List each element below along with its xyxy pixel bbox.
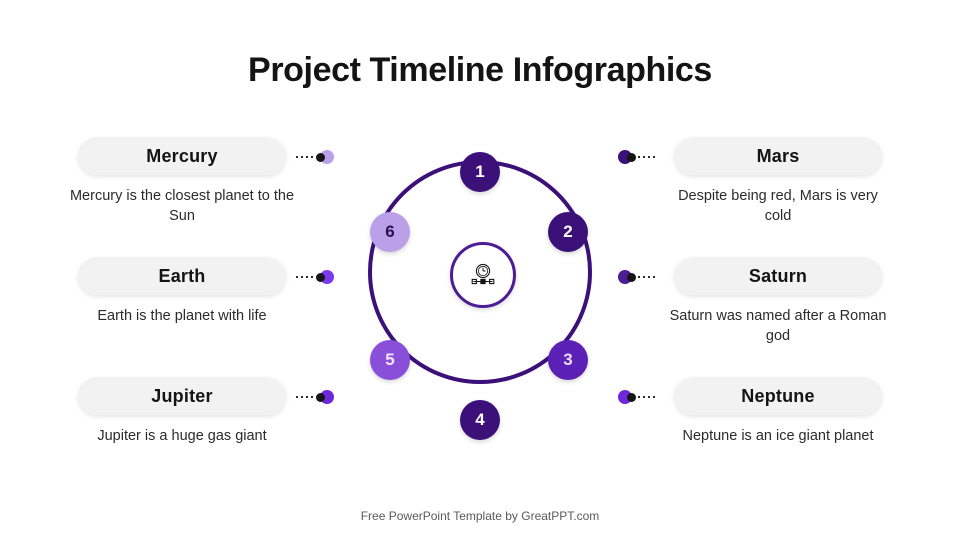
connector (614, 268, 656, 286)
planet-description: Mercury is the closest planet to the Sun (69, 188, 295, 224)
timeline-node-4[interactable]: 4 (460, 400, 500, 440)
planet-card-saturn[interactable]: Saturn (674, 257, 882, 295)
connector (296, 388, 338, 406)
dotted-connector-line (296, 276, 314, 278)
dotted-connector-line (638, 276, 656, 278)
connector (614, 148, 656, 166)
planet-description: Neptune is an ice giant planet (682, 428, 874, 444)
timeline-node-2[interactable]: 2 (548, 212, 588, 252)
timeline-node-5[interactable]: 5 (370, 340, 410, 380)
connector (296, 268, 338, 286)
connector (296, 148, 338, 166)
footer-credit: Free PowerPoint Template by GreatPPT.com (360, 509, 600, 523)
connector-dot-group (616, 148, 638, 166)
timeline-node-1[interactable]: 1 (460, 152, 500, 192)
planet-description: Saturn was named after a Roman god (669, 308, 887, 344)
planet-card-mercury[interactable]: Mercury (78, 137, 286, 175)
planet-title: Mars (756, 145, 800, 166)
planet-title: Saturn (748, 265, 808, 286)
connector-dot-group (314, 148, 336, 166)
connector-dot-small (627, 273, 636, 282)
clock-timeline-icon (469, 261, 497, 289)
planet-card-earth[interactable]: Earth (78, 257, 286, 295)
planet-card-jupiter[interactable]: Jupiter (78, 377, 286, 415)
connector-dot-group (314, 268, 336, 286)
connector-dot-small (627, 393, 636, 402)
connector-dot-small (316, 273, 325, 282)
dotted-connector-line (296, 156, 314, 158)
planet-description: Despite being red, Mars is very cold (678, 188, 878, 224)
center-hub (450, 242, 516, 308)
connector (614, 388, 656, 406)
connector-dot-group (314, 388, 336, 406)
planet-description: Jupiter is a huge gas giant (97, 428, 267, 444)
planet-title: Earth (158, 265, 206, 286)
planet-title: Neptune (741, 385, 815, 406)
dotted-connector-line (296, 396, 314, 398)
connector-dot-small (316, 393, 325, 402)
timeline-node-6[interactable]: 6 (370, 212, 410, 252)
timeline-node-3[interactable]: 3 (548, 340, 588, 380)
connector-dot-small (316, 153, 325, 162)
connector-dot-group (616, 388, 638, 406)
dotted-connector-line (638, 156, 656, 158)
connector-dot-group (616, 268, 638, 286)
planet-card-mars[interactable]: Mars (674, 137, 882, 175)
connector-dot-small (627, 153, 636, 162)
planet-card-neptune[interactable]: Neptune (674, 377, 882, 415)
planet-description: Earth is the planet with life (97, 308, 267, 324)
dotted-connector-line (638, 396, 656, 398)
timeline-wheel: 1 2 3 4 5 6 (350, 142, 610, 440)
planet-title: Jupiter (151, 385, 213, 406)
page-title: Project Timeline Infographics (248, 51, 712, 89)
planet-title: Mercury (146, 145, 218, 166)
